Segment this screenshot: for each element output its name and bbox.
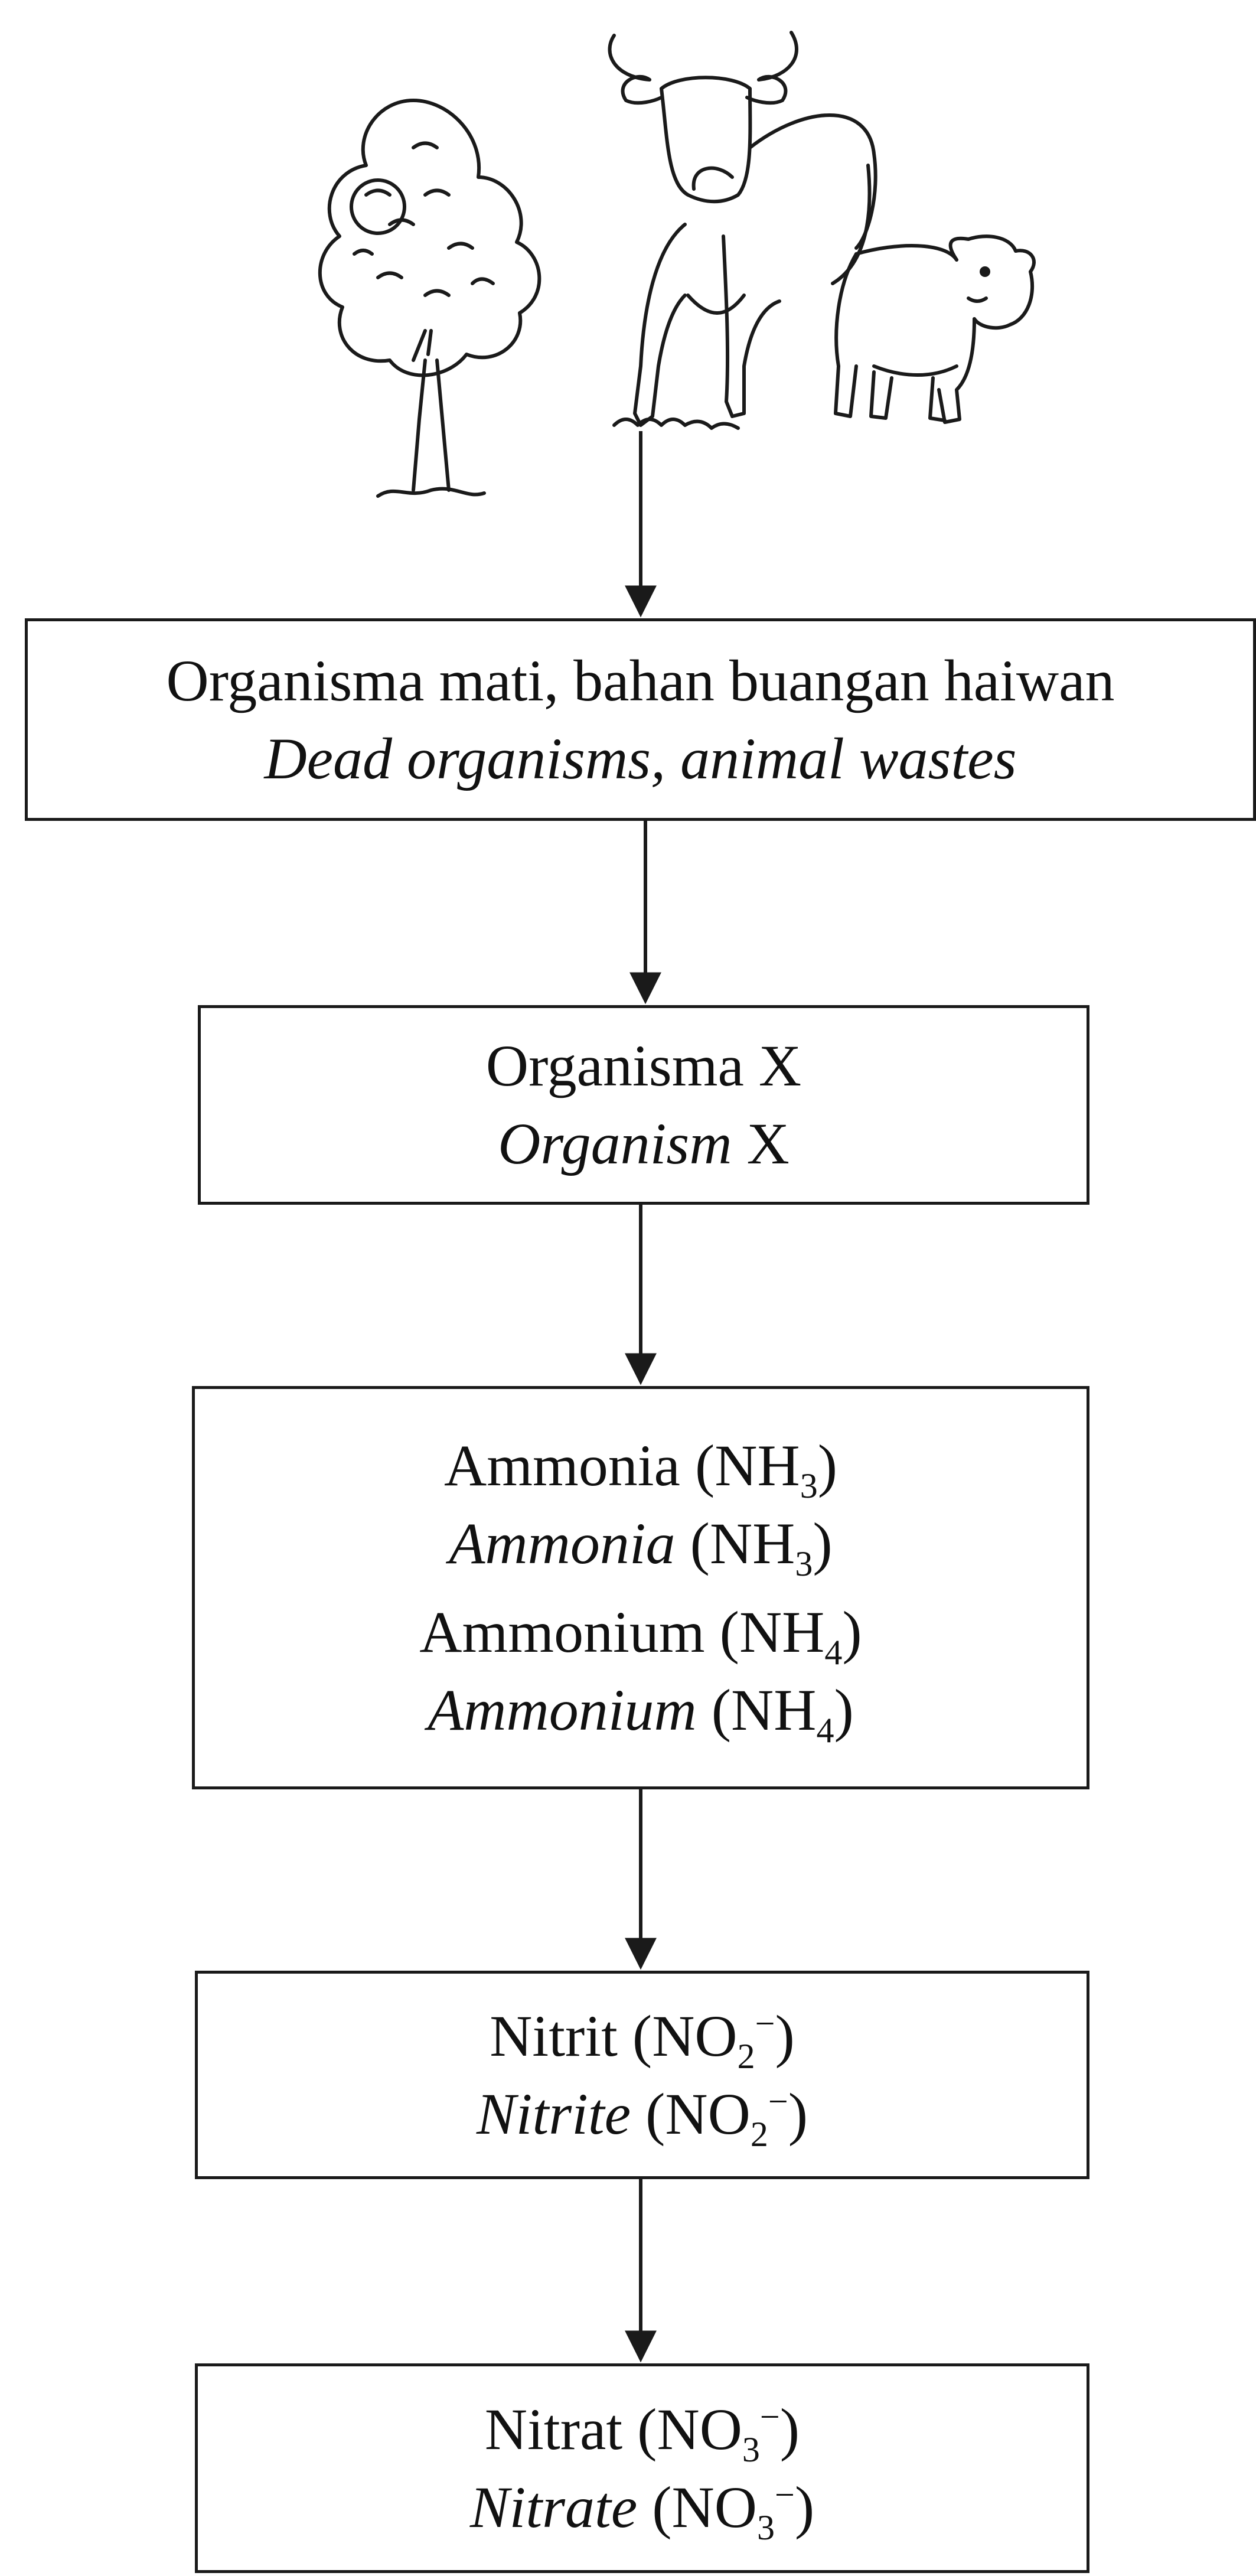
box3-ammonium-malay-line: Ammonium (NH4) [419, 1599, 862, 1672]
box-nitrite: Nitrit (NO2−) Nitrite (NO2−) [195, 1971, 1089, 2179]
box5-formula-en: NO [671, 2474, 757, 2540]
box3-ammonium-english-line: Ammonium (NH4) [428, 1677, 854, 1750]
cow-icon [608, 31, 877, 430]
box5-formula: NO [657, 2396, 742, 2462]
box3-ammonium-formula: NH [739, 1599, 825, 1665]
box4-malay: Nitrit [490, 2003, 618, 2069]
box5-malay-line: Nitrat (NO3−) [484, 2396, 800, 2469]
box2-english-word: Organism [498, 1111, 732, 1176]
box5-charge: − [759, 2397, 780, 2437]
box2-label: X [758, 1033, 802, 1098]
box3-ammonium-malay: Ammonium [419, 1599, 705, 1665]
box4-english-line: Nitrite (NO2−) [476, 2081, 808, 2154]
box5-sub: 3 [742, 2430, 760, 2469]
box5-sub-en: 3 [756, 2507, 775, 2547]
box5-charge-en: − [774, 2475, 795, 2515]
box3-ammonium-english: Ammonium [428, 1677, 697, 1743]
box4-formula-en: NO [665, 2081, 751, 2147]
box5-malay: Nitrat [484, 2396, 623, 2462]
box4-sub: 2 [737, 2036, 755, 2076]
box2-english-line: Organism X [498, 1105, 790, 1183]
box4-malay-line: Nitrit (NO2−) [490, 2003, 795, 2076]
box3-ammonia-malay: Ammonia [443, 1432, 680, 1498]
box3-ammonia-sub: 3 [800, 1466, 818, 1505]
tree-icon [318, 99, 541, 498]
box5-english-line: Nitrate (NO3−) [469, 2474, 815, 2547]
box-dead-organisms: Organisma mati, bahan buangan haiwan Dea… [25, 618, 1256, 821]
box5-english: Nitrate [469, 2474, 638, 2540]
box3-ammonia-malay-line: Ammonia (NH3) [443, 1432, 837, 1505]
box3-ammonium-sub-en: 4 [816, 1710, 834, 1750]
box3-ammonium-formula-en: NH [731, 1677, 817, 1743]
box2-malay-word: Organisma [485, 1033, 744, 1098]
box3-ammonia-sub-en: 3 [795, 1544, 813, 1583]
box1-malay-text: Organisma mati, bahan buangan haiwan [166, 647, 1115, 713]
box3-ammonia-english: Ammonia [449, 1510, 676, 1576]
box3-ammonia-formula: NH [715, 1432, 800, 1498]
calf-icon [834, 234, 1036, 424]
box4-charge-en: − [768, 2082, 788, 2121]
box3-ammonium-sub: 4 [824, 1632, 843, 1672]
box-organism-x: Organisma X Organism X [198, 1005, 1089, 1205]
box2-label-en: X [746, 1111, 790, 1176]
box4-english: Nitrite [476, 2081, 631, 2147]
box1-english-text: Dead organisms, animal wastes [264, 725, 1017, 791]
flow-arrows [625, 431, 661, 2363]
box-ammonia-ammonium: Ammonia (NH3) Ammonia (NH3) Ammonium (NH… [192, 1386, 1089, 1789]
box4-charge: − [755, 2004, 775, 2043]
box4-formula: NO [652, 2003, 738, 2069]
box3-ammonia-english-line: Ammonia (NH3) [449, 1510, 833, 1583]
box4-sub-en: 2 [750, 2114, 768, 2154]
box2-malay-line: Organisma X [486, 1027, 801, 1105]
box3-ammonia-formula-en: NH [709, 1510, 795, 1576]
box-nitrate: Nitrat (NO3−) Nitrate (NO3−) [195, 2363, 1089, 2573]
